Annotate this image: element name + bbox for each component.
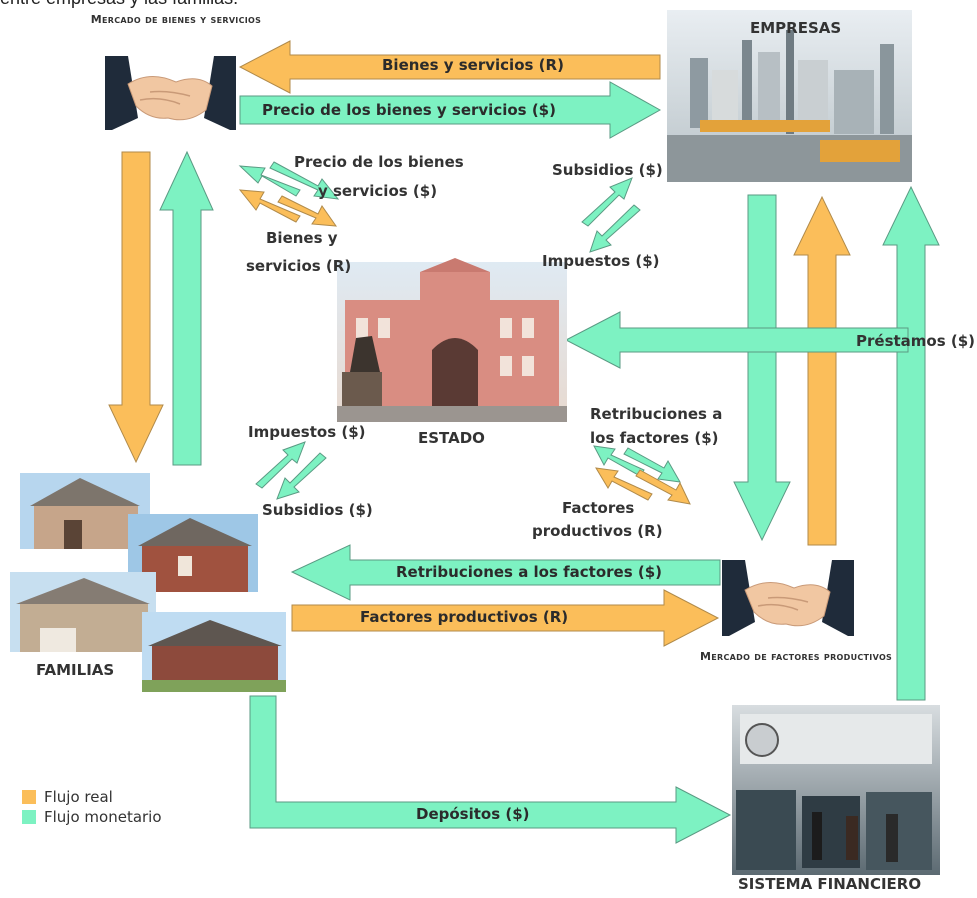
sistema-financiero-label: SISTEMA FINANCIERO [738, 875, 922, 893]
arrow-small-precio-estado-1 [238, 165, 301, 197]
arrow-small-factores-estado-1 [595, 467, 653, 501]
legend-monetario-swatch [22, 810, 36, 824]
flow-retribuciones-estado-2: los factores ($) [590, 429, 719, 447]
flow-subsidios-familias: Subsidios ($) [262, 501, 373, 519]
flow-retribuciones-familias: Retribuciones a los factores ($) [396, 563, 663, 581]
arrow-small-precio-estado-2 [269, 161, 340, 200]
arrow-small-bienes-estado-1 [238, 189, 301, 223]
flow-factores-estado-1: Factores [562, 499, 635, 517]
arrow-bienes-to-familias [108, 151, 164, 464]
banco-photo [732, 705, 940, 875]
empresas-label: EMPRESAS [750, 19, 842, 37]
flow-precio-bienes-estado-2: y servicios ($) [318, 182, 438, 200]
arrow-small-subsidios-familias [276, 452, 327, 500]
flow-factores-estado-2: productivos (R) [532, 522, 663, 540]
empresas-factory-photo [667, 10, 912, 182]
estado-building-photo [337, 258, 567, 422]
arrow-small-bienes-estado-2 [277, 195, 338, 227]
arrow-bienes-servicios-top [238, 40, 661, 94]
flow-precio-bienes-top: Precio de los bienes y servicios ($) [262, 101, 556, 119]
legend: Flujo real Flujo monetario [22, 787, 162, 827]
arrow-small-impuestos-familias [255, 441, 306, 489]
flow-prestamos: Préstamos ($) [856, 332, 976, 350]
flow-precio-bienes-estado-1: Precio de los bienes [294, 153, 464, 171]
arrow-small-factores-estado-2 [635, 469, 691, 505]
legend-monetario: Flujo monetario [22, 807, 162, 827]
arrow-small-retribuciones-estado-2 [623, 447, 681, 483]
flow-bienes-estado-1: Bienes y [266, 229, 338, 247]
arrow-small-impuestos-empresas [589, 204, 641, 253]
arrow-empresas-to-factores [733, 194, 791, 542]
mercado-factores-label: Mercado de factores productivos [700, 650, 893, 663]
flow-bienes-servicios-top: Bienes y servicios (R) [382, 56, 564, 74]
arrow-precio-bienes-top [239, 81, 662, 139]
familias-houses-photo [10, 473, 286, 692]
arrow-factores-familias [291, 589, 720, 647]
flow-depositos: Depósitos ($) [416, 805, 530, 823]
flow-impuestos-familias: Impuestos ($) [248, 423, 366, 441]
mercado-bienes-label: Mercado de bienes y servicios [90, 13, 262, 26]
legend-monetario-label: Flujo monetario [44, 808, 162, 826]
flow-impuestos-empresas: Impuestos ($) [542, 252, 660, 270]
arrow-small-subsidios-empresas [581, 177, 633, 227]
flow-subsidios-empresas: Subsidios ($) [552, 161, 663, 179]
legend-real-label: Flujo real [44, 788, 113, 806]
estado-label: ESTADO [418, 429, 485, 447]
familias-label: FAMILIAS [36, 661, 115, 679]
arrow-precio-from-familias [159, 150, 214, 466]
arrow-factores-to-empresas [793, 195, 851, 546]
legend-real-swatch [22, 790, 36, 804]
header-fragment: entre empresas y las familias. [0, 0, 238, 9]
arrow-retribuciones-familias [290, 544, 721, 601]
flow-factores-familias: Factores productivos (R) [360, 608, 569, 626]
arrow-depositos [249, 695, 732, 844]
legend-real: Flujo real [22, 787, 162, 807]
flow-bienes-estado-2: servicios (R) [246, 257, 352, 275]
handshake-factores-icon [722, 556, 854, 642]
arrow-small-retribuciones-estado-1 [593, 445, 645, 477]
handshake-bienes-icon [105, 52, 237, 134]
arrow-financiero-to-empresas [882, 185, 940, 701]
arrow-prestamos [564, 311, 909, 369]
flow-retribuciones-estado-1: Retribuciones a [590, 405, 723, 423]
